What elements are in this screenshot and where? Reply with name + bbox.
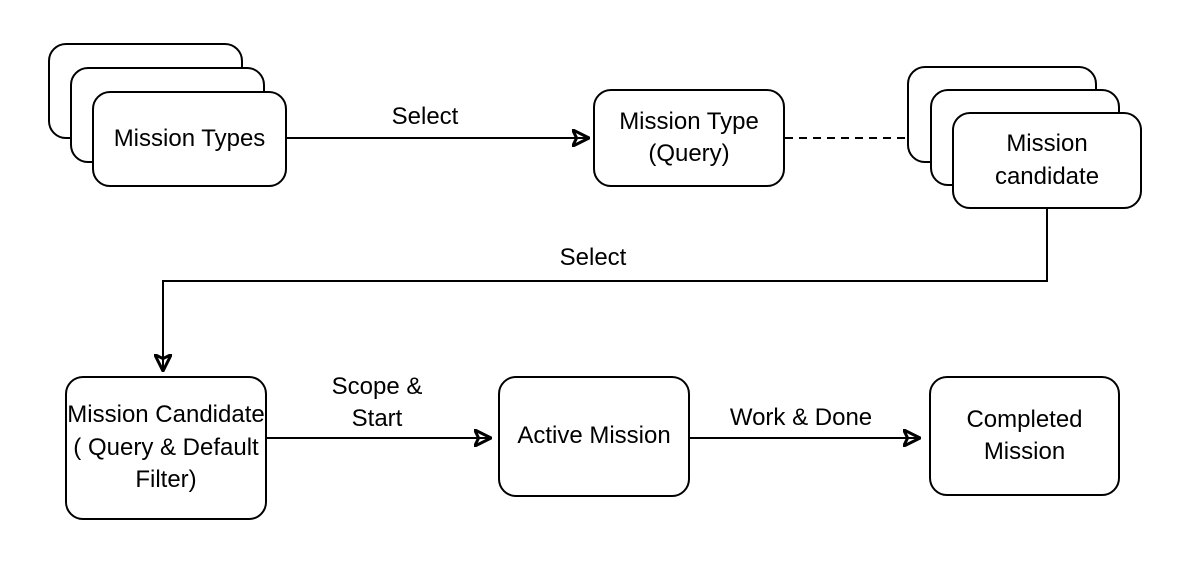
edge-label-scope-start-line: Scope & <box>331 373 423 400</box>
node-mission-types: Mission Types <box>92 91 287 187</box>
edge-label-scope-start: Scope & Start <box>332 371 423 436</box>
node-mission-type-query-line: (Query) <box>648 140 730 167</box>
edge-select-to-candidate-query <box>163 209 1048 370</box>
edge-label-select-type: Select <box>391 103 459 130</box>
node-completed-mission-line: Completed <box>966 405 1083 433</box>
node-mission-type-query-label: Mission Type (Query) <box>619 106 759 171</box>
edge-label-scope-start-line: Start <box>351 405 403 433</box>
node-completed-mission-label: Completed Mission <box>966 404 1082 469</box>
node-active-mission-line: Active Mission <box>517 422 671 450</box>
node-active-mission: Active Mission <box>498 376 690 497</box>
node-mission-types-label: Mission Types <box>114 123 266 155</box>
edge-label-work-done: Work & Done <box>729 404 873 431</box>
node-mission-candidate-line: Mission <box>1006 130 1088 158</box>
node-active-mission-label: Active Mission <box>517 420 670 452</box>
node-mission-candidate-label: Mission candidate <box>995 128 1099 193</box>
node-completed-mission-line: Mission <box>983 438 1066 465</box>
node-mission-candidate-line: candidate <box>994 162 1100 190</box>
node-mission-type-query-line: Mission Type <box>619 107 759 135</box>
node-mission-type-query: Mission Type (Query) <box>593 89 785 187</box>
node-mission-candidate: Mission candidate <box>952 112 1142 209</box>
node-mission-types-line: Mission Types <box>113 124 266 152</box>
edge-label-select-candidate: Select <box>559 244 627 271</box>
node-mission-candidate-query-filter-label: Mission Candidate ( Query & Default Filt… <box>67 399 264 496</box>
node-mission-candidate-query-filter-line: ( Query & Default <box>73 433 259 461</box>
node-mission-candidate-query-filter-line: Mission Candidate <box>67 401 265 429</box>
node-completed-mission: Completed Mission <box>929 376 1120 496</box>
node-mission-candidate-query-filter-line: Filter) <box>135 466 197 494</box>
node-mission-candidate-query-filter: Mission Candidate ( Query & Default Filt… <box>65 376 267 520</box>
